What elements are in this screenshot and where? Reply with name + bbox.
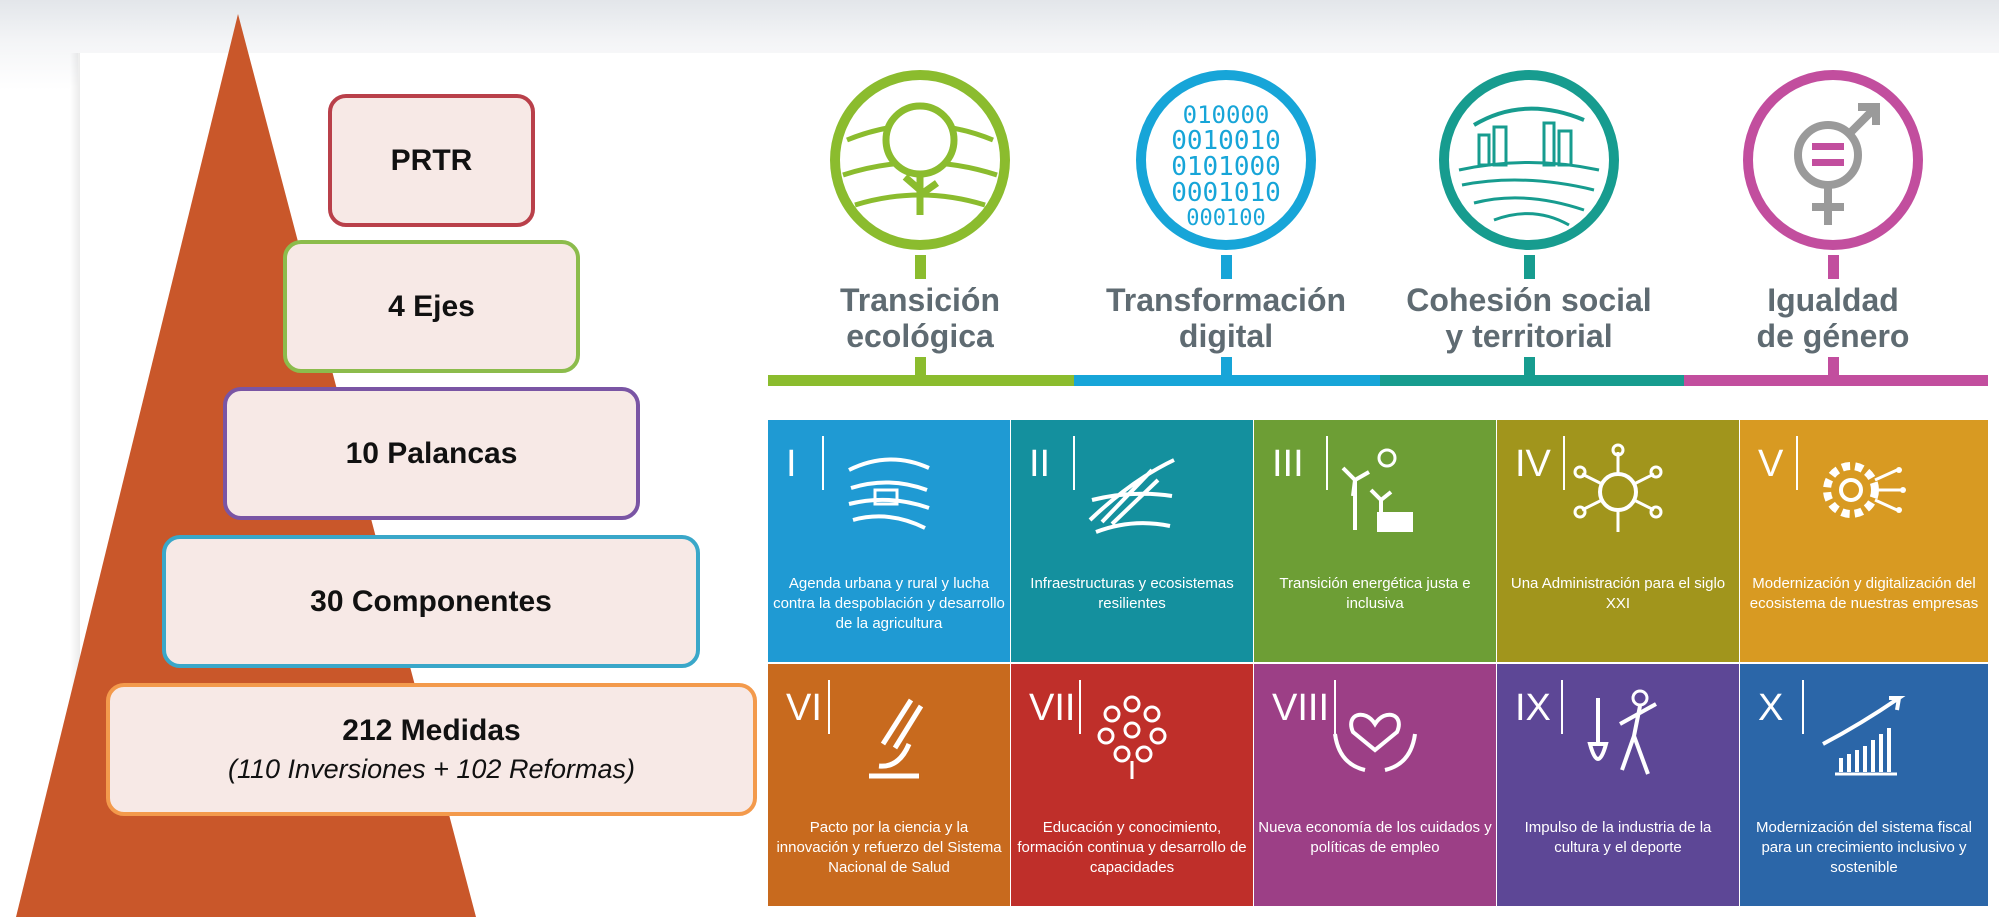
lever-numeral: IV [1515,443,1551,485]
lever-tile-6: VI Pacto por la ciencia y la innovación … [768,664,1010,906]
numeral-divider [828,680,830,734]
lever-numeral: I [786,443,797,485]
wind-solar-icon [1341,448,1413,532]
tier-label: 4 Ejes [388,289,475,323]
axis-label-igualdad-genero: Igualdad de género [1683,282,1983,354]
numeral-divider [1079,680,1081,734]
axis-label-line: Transformación [1105,282,1347,318]
axis-label-line: de género [1756,318,1910,354]
lever-tile-8: VIII Nueva economía de los cuidados y po… [1254,664,1496,906]
tier-label: 10 Palancas [345,436,518,470]
panel-shadow [70,53,80,917]
lever-numeral: IX [1515,687,1551,729]
lever-tile-2: II Infraestructuras y ecosistemas resili… [1011,420,1253,662]
lever-text: Nueva economía de los cuidados y polític… [1258,819,1492,856]
axis-stem [1524,255,1535,279]
axis-bar-segment [1074,375,1380,386]
numeral-divider [1802,680,1804,734]
lever-tile-5: V Modernización y digitalización del eco… [1740,420,1988,662]
axis-stem [1828,357,1839,379]
numeral-divider [1334,680,1336,734]
axis-stem [1221,255,1232,279]
tier-sublabel: (110 Inversiones + 102 Reformas) [228,754,635,784]
svg-text:0101000: 0101000 [1171,152,1281,182]
lever-numeral: VI [786,687,822,729]
lever-numeral: III [1272,443,1304,485]
lever-text: Pacto por la ciencia y la innovación y r… [776,819,1002,876]
lever-numeral: II [1029,443,1051,485]
lever-text: Modernización del sistema fiscal para un… [1756,819,1972,876]
axis-bar-segment [768,375,1074,386]
axis-label-cohesion-social: Cohesión social y territorial [1379,282,1679,354]
lever-text: Modernización y digitalización del ecosi… [1749,575,1979,612]
lever-text: Transición energética justa e inclusiva [1279,575,1471,612]
axis-label-line: Cohesión social [1406,282,1652,318]
lever-text: Una Administración para el siglo XXI [1510,575,1726,612]
lever-tile-4: IV Una Administración para el siglo XXI [1497,420,1739,662]
axis-label-line: Igualdad [1767,282,1899,318]
tier-palancas: 10 Palancas [223,387,640,520]
axis-label-transicion-ecologica: Transición ecológica [770,282,1070,354]
growth-chart-icon [1822,696,1906,776]
bridge-icon [1088,458,1175,534]
lever-tile-7: VII Educación y conocimiento, formación … [1011,664,1253,906]
lever-tile-10: X Modernización del sistema fiscal para … [1740,664,1988,906]
axis-label-line: digital [1178,318,1274,354]
tier-label: 212 Medidas [342,714,521,747]
svg-text:010000: 010000 [1183,101,1270,129]
lever-text: Agenda urbana y rural y lucha contra la … [773,575,1005,632]
numeral-divider [1326,436,1328,490]
axis-bar-segment [1380,375,1684,386]
numeral-divider [1073,436,1075,490]
numeral-divider [1563,436,1565,490]
axis-label-line: Transición [839,282,1001,318]
lever-numeral: X [1758,687,1784,729]
axis-label-line: y territorial [1445,318,1613,354]
numeral-divider [1561,680,1563,734]
rural-landscape-icon [848,457,930,530]
axis-stem [915,357,926,379]
lever-tile-9: IX Impulso de la industria de la cultura… [1497,664,1739,906]
axis-label-transformacion-digital: Transformación digital [1076,282,1376,354]
care-hands-icon [1333,712,1417,772]
axis-stem [915,255,926,279]
lever-numeral: VIII [1272,687,1330,729]
svg-text:0010010: 0010010 [1171,126,1281,156]
microscope-icon [869,698,924,779]
lever-numeral: VII [1029,687,1076,729]
network-building-icon [1573,443,1663,532]
tree-icon [825,65,1015,255]
tier-componentes: 30 Componentes [162,535,700,668]
gender-symbol-icon [1738,65,1928,255]
lever-numeral: V [1758,443,1784,485]
numeral-divider [1796,436,1798,490]
tier-label: PRTR [390,143,473,177]
tier-prtr: PRTR [328,94,535,227]
svg-text:000100: 000100 [1186,206,1265,231]
lever-tile-1: I Agenda urbana y rural y lucha contra l… [768,420,1010,662]
tier-label: 30 Componentes [310,584,552,618]
axis-stem [1828,255,1839,279]
tier-ejes: 4 Ejes [283,240,580,373]
tier-medidas: 212 Medidas (110 Inversiones + 102 Refor… [106,683,757,816]
axis-stem [1524,357,1535,379]
axis-bar-segment [1684,375,1988,386]
lever-text: Infraestructuras y ecosistemas resilient… [1030,575,1234,612]
digital-gear-icon [1823,462,1906,518]
svg-text:0001010: 0001010 [1171,178,1281,208]
city-landscape-icon [1434,65,1624,255]
binary-globe-icon: 010000 0010010 0101000 0001010 000100 [1131,65,1321,255]
numeral-divider [822,436,824,490]
axis-stem [1221,357,1232,379]
knowledge-network-icon [1097,695,1167,779]
lever-text: Impulso de la industria de la cultura y … [1524,819,1712,856]
violin-athlete-icon [1587,689,1657,775]
lever-text: Educación y conocimiento, formación cont… [1017,819,1247,876]
axis-label-line: ecológica [846,318,994,354]
lever-tile-3: III Transición energética justa e inclus… [1254,420,1496,662]
